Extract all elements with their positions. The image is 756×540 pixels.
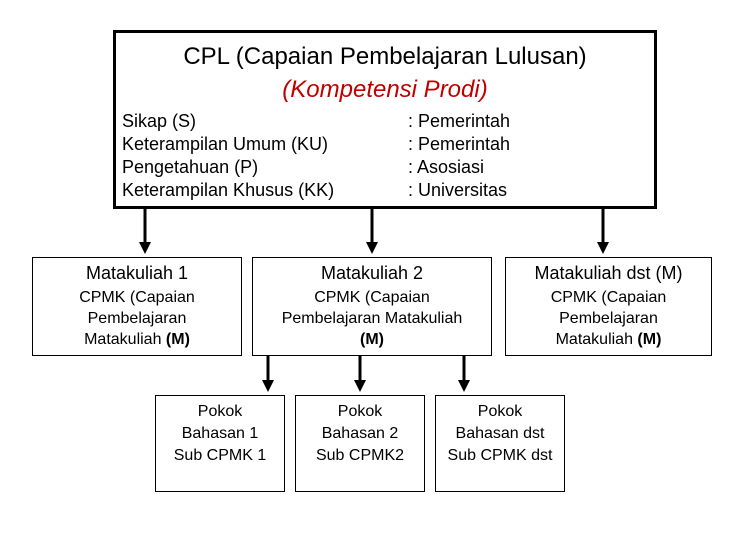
topic-line: Bahasan dst <box>455 425 545 442</box>
cpl-box: CPL (Capaian Pembelajaran Lulusan) (Komp… <box>113 30 657 209</box>
course-desc-line: Pembelajaran <box>87 310 187 327</box>
topic-line: Pokok <box>477 403 523 420</box>
course-desc-line: Matakuliah (M) <box>506 329 711 350</box>
course-desc-text: Matakuliah <box>84 331 166 348</box>
sub-cpmk-label: Sub CPMK 1 <box>173 447 267 464</box>
sub-cpmk-label: Sub CPMK2 <box>315 447 405 464</box>
cpl-subtitle: (Kompetensi Prodi) <box>282 76 488 103</box>
topic-box-dst: Pokok Bahasan dst Sub CPMK dst <box>435 395 565 492</box>
course-desc-bold: (M) <box>165 331 190 348</box>
course-box-dst: Matakuliah dst (M) CPMK (Capaian Pembela… <box>505 257 712 356</box>
topic-line: Bahasan 1 <box>181 425 259 442</box>
cpl-item-source: : Pemerintah <box>408 111 511 131</box>
course-desc-bold: (M) <box>637 331 662 348</box>
course-description: CPMK (Capaian Pembelajaran Matakuliah (M… <box>506 287 711 350</box>
course-desc-line: CPMK (Capaian <box>79 289 195 306</box>
course-title: Matakuliah 1 <box>85 263 189 283</box>
cpl-title: CPL (Capaian Pembelajaran Lulusan) <box>183 43 587 70</box>
course-desc-line: Pembelajaran Matakuliah <box>281 310 463 327</box>
cpl-item-source: : Universitas <box>408 180 508 200</box>
course-title: Matakuliah dst (M) <box>534 263 683 283</box>
course-desc-line: Pembelajaran <box>559 310 658 327</box>
course-description: CPMK (Capaian Pembelajaran Matakuliah (M… <box>33 287 241 350</box>
course-desc-line: Matakuliah (M) <box>33 329 241 350</box>
topic-box-2: Pokok Bahasan 2 Sub CPMK2 <box>295 395 425 492</box>
cpl-item-label: Pengetahuan (P) <box>122 157 259 177</box>
topic-line: Pokok <box>197 403 243 420</box>
course-box-1: Matakuliah 1 CPMK (Capaian Pembelajaran … <box>32 257 242 356</box>
cpl-item-source: : Pemerintah <box>408 134 511 154</box>
cpl-item-label: Keterampilan Umum (KU) <box>122 134 329 154</box>
course-desc-text: Matakuliah <box>555 331 638 348</box>
sub-cpmk-label: Sub CPMK dst <box>447 447 553 464</box>
course-desc-line: (M) <box>253 329 491 350</box>
cpl-item-label: Keterampilan Khusus (KK) <box>122 180 335 200</box>
cpl-item-label: Sikap (S) <box>122 111 197 131</box>
cpl-item-source: : Asosiasi <box>408 157 485 177</box>
course-description: CPMK (Capaian Pembelajaran Matakuliah (M… <box>253 287 491 350</box>
course-desc-line: CPMK (Capaian <box>550 289 667 306</box>
course-desc-line: CPMK (Capaian <box>314 289 430 306</box>
course-box-2: Matakuliah 2 CPMK (Capaian Pembelajaran … <box>252 257 492 356</box>
topic-box-1: Pokok Bahasan 1 Sub CPMK 1 <box>155 395 285 492</box>
course-title: Matakuliah 2 <box>320 263 424 283</box>
course-desc-bold: (M) <box>360 331 384 348</box>
topic-line: Pokok <box>337 403 383 420</box>
topic-line: Bahasan 2 <box>321 425 399 442</box>
